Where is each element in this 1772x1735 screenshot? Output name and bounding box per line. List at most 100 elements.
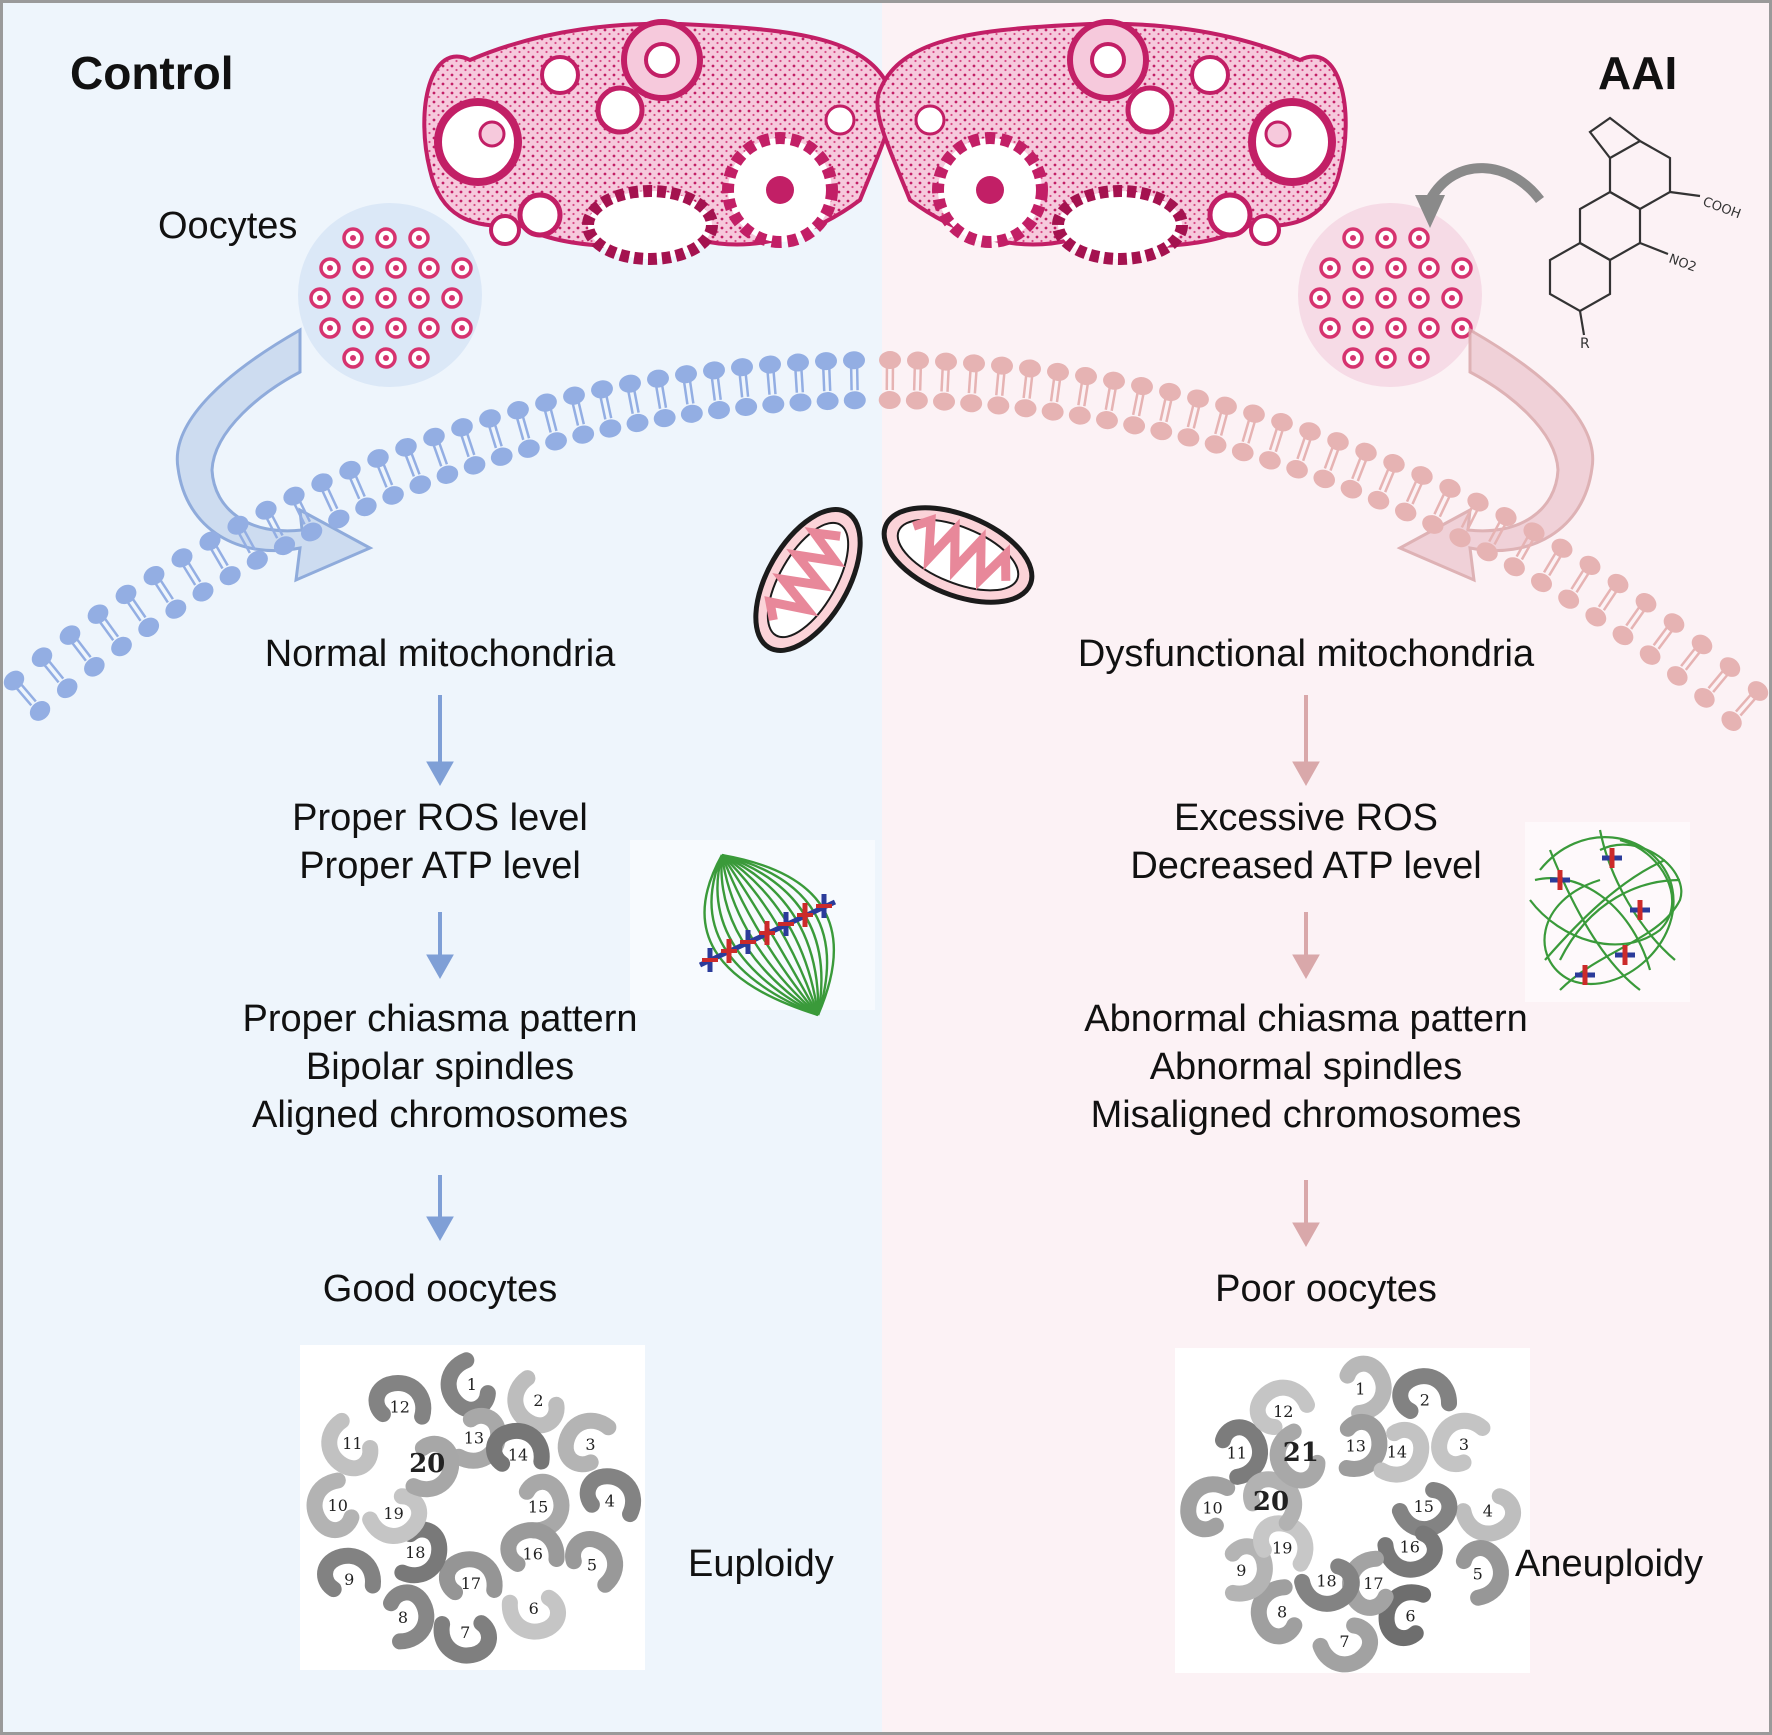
chromosome-number: 17 [1363, 1574, 1383, 1593]
aai-flow-arrows [1292, 695, 1320, 1248]
chromosome-number: 13 [1346, 1436, 1366, 1455]
chromosome-number: 4 [1483, 1501, 1493, 1520]
chromosome-1 [440, 1352, 496, 1418]
control-step-ros: Proper ROS level [292, 797, 588, 839]
chromosome-number: 2 [533, 1391, 543, 1410]
chromosome-3 [557, 1412, 617, 1473]
control-step-atp: Proper ATP level [299, 845, 581, 887]
chromosome-number: 4 [605, 1491, 615, 1510]
chromosome-5 [565, 1531, 624, 1593]
chromosome-number: 5 [1473, 1564, 1483, 1583]
chromosome-8 [1250, 1579, 1303, 1645]
chromosome-5 [1455, 1540, 1509, 1606]
chromosome-4 [1455, 1488, 1522, 1542]
aai-title: AAI [1598, 47, 1678, 99]
chromosome-16 [500, 1522, 565, 1572]
chromosome-17 [438, 1551, 503, 1601]
chromosome-number: 18 [405, 1543, 425, 1562]
chromosome-20 [405, 1435, 460, 1498]
chromosome-17 [1342, 1550, 1394, 1616]
chromosome-number: 14 [1387, 1442, 1407, 1461]
chromosome-number: 9 [344, 1570, 354, 1589]
chromosome-18 [1294, 1558, 1360, 1612]
chromosome-number: 18 [1316, 1572, 1336, 1591]
chromosome-number: 1 [1355, 1380, 1365, 1399]
oocyte-cluster-control [298, 203, 482, 387]
chromosome-number: 10 [328, 1496, 348, 1515]
chromosome-number: 9 [1236, 1561, 1246, 1580]
chromosome-number: 19 [383, 1504, 403, 1523]
aai-step-spindles: Abnormal spindles [1149, 1046, 1463, 1088]
ovary-section-right [875, 19, 1348, 265]
control-flow-arrows [426, 695, 454, 1242]
molecule-arrow-head [1415, 195, 1445, 228]
aai-step-oocytes: Poor oocytes [1215, 1268, 1437, 1310]
euploidy-label: Euploidy [688, 1543, 834, 1585]
chromosome-number: 11 [342, 1434, 362, 1453]
control-step-spindles: Bipolar spindles [305, 1046, 575, 1088]
chromosome-number: 16 [1400, 1537, 1420, 1556]
oocyte-cluster-aai [1298, 203, 1482, 387]
chromosome-12 [1249, 1379, 1315, 1436]
chromosome-2 [1392, 1368, 1458, 1419]
control-step-oocytes: Good oocytes [322, 1268, 558, 1310]
chromosome-9 [317, 1547, 381, 1598]
chromosome-number: 15 [1414, 1497, 1434, 1516]
chromosome-number: 16 [523, 1545, 543, 1564]
curved-arrow-control [175, 327, 374, 583]
control-title: Control [70, 47, 234, 99]
chromosome-21 [1269, 1423, 1326, 1489]
chromosome-7 [1312, 1617, 1378, 1673]
aristolochic-acid-structure [1548, 116, 1701, 336]
chromosome-number: 8 [398, 1608, 408, 1627]
chromosome-number: 1 [467, 1375, 477, 1394]
chromosome-12 [368, 1375, 432, 1425]
chromosome-number: 6 [1405, 1607, 1415, 1626]
abnormal-spindle-icon [1525, 822, 1690, 1002]
chromosome-6 [501, 1589, 566, 1640]
chromosome-1 [1339, 1355, 1392, 1422]
chromosome-9 [1224, 1538, 1273, 1602]
chromosome-14 [486, 1422, 550, 1472]
chromosome-number: 5 [587, 1555, 597, 1574]
chromosome-7 [433, 1615, 497, 1664]
aai-step-chiasma: Abnormal chiasma pattern [1084, 998, 1528, 1040]
aai-step-atp: Decreased ATP level [1130, 845, 1482, 887]
chromosome-number: 15 [528, 1497, 548, 1516]
chromosome-16 [1377, 1525, 1443, 1578]
control-step-mitochondria: Normal mitochondria [264, 633, 616, 675]
chromosome-8 [383, 1584, 435, 1650]
chromosome-number: 20 [409, 1449, 445, 1479]
chromosome-11 [321, 1412, 379, 1477]
molecule-r-label: R [1580, 336, 1590, 352]
chromosome-number: 20 [1253, 1487, 1289, 1517]
oocytes-label: Oocytes [158, 205, 298, 247]
chromosome-20 [1243, 1471, 1303, 1531]
molecule-arrow [1425, 163, 1544, 204]
chromosome-number: 2 [1420, 1391, 1430, 1410]
chromosome-number: 12 [390, 1398, 410, 1417]
chromosome-15 [1391, 1482, 1458, 1538]
control-step-chromosomes: Aligned chromosomes [252, 1094, 628, 1136]
chromosome-6 [1378, 1584, 1432, 1647]
aai-step-chromosomes: Misaligned chromosomes [1090, 1094, 1522, 1136]
chromosome-2 [507, 1370, 565, 1434]
chromosome-number: 11 [1227, 1444, 1247, 1463]
chromosome-10 [306, 1472, 360, 1539]
chromosome-number: 14 [508, 1445, 528, 1464]
mitochondrion-right-icon [881, 505, 1035, 605]
chromosome-number: 6 [529, 1599, 539, 1618]
chromosome-14 [1373, 1422, 1430, 1483]
aai-step-mitochondria: Dysfunctional mitochondria [1077, 633, 1535, 675]
chromosome-number: 7 [1339, 1632, 1349, 1651]
mitochondrion-left-icon [753, 507, 863, 653]
ovary-section-left [422, 19, 895, 265]
aneuploidy-label: Aneuploidy [1515, 1543, 1704, 1585]
chromosome-number: 21 [1283, 1438, 1319, 1468]
chromosome-10 [1180, 1476, 1236, 1538]
